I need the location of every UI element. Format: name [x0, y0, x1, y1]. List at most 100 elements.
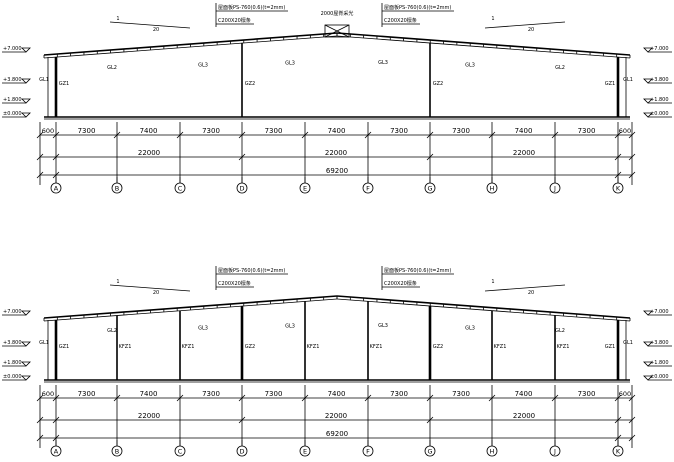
level-triangle [21, 112, 31, 118]
dim-tick [488, 394, 496, 402]
bay-dim: 7400 [328, 127, 346, 135]
sheet-label: 屋面板PS-760(0.6)(t=2mm) [218, 4, 285, 11]
bay-dim: 7300 [390, 390, 408, 398]
dim-tick [614, 416, 622, 424]
axis-label: A [54, 447, 59, 455]
bay-dim: 7400 [140, 390, 158, 398]
dim-tick [364, 394, 372, 402]
beam-label: GL3 [285, 323, 295, 329]
slope-run: 20 [528, 27, 534, 33]
dim-tick [176, 394, 184, 402]
bay-dim: 600 [42, 390, 54, 398]
beam-label: GL3 [378, 60, 388, 66]
level-left: +3.800 [3, 340, 22, 346]
slope-line [484, 21, 566, 29]
axis-label: K [616, 184, 621, 192]
axis-bubble [111, 182, 123, 194]
bay-dim: 600 [42, 127, 54, 135]
beam-label: GL2 [555, 65, 565, 71]
sheet-label: 屋面板PS-760(0.6)(t=2mm) [384, 4, 451, 11]
dim-tick [52, 416, 60, 424]
bay-dim: 7400 [140, 127, 158, 135]
axis-label: F [366, 184, 370, 192]
slope-line [484, 284, 566, 292]
level-triangle [643, 341, 653, 347]
bay-dim: 7400 [515, 390, 533, 398]
dim-tick [176, 131, 184, 139]
bay-dim: 7300 [452, 127, 470, 135]
beam-label: GL3 [378, 323, 388, 329]
elevation-upper: 2000屋脊采光屋面板PS-760(0.6)(t=2mm)C200X20檩条屋面… [2, 3, 672, 194]
level-triangle [21, 47, 31, 53]
axis-bubble [486, 182, 498, 194]
sheet-label: 屋面板PS-760(0.6)(t=2mm) [384, 267, 451, 274]
dim-tick [628, 416, 636, 424]
dim-tick [36, 434, 44, 442]
dim-tick [426, 153, 434, 161]
slope-rise: 1 [491, 279, 494, 285]
column-label: KFZ1 [182, 344, 195, 350]
axis-bubble [362, 182, 374, 194]
level-left: +7.000 [3, 309, 22, 315]
level-triangle [643, 375, 653, 381]
dim-tick [301, 131, 309, 139]
beam-label: GL2 [555, 328, 565, 334]
dim-tick [36, 416, 44, 424]
beam-label: GL1 [39, 340, 49, 346]
level-right: +1.800 [650, 97, 669, 103]
beam-label: GL3 [285, 60, 295, 66]
segment-dim: 22000 [138, 149, 160, 157]
slope-line [109, 284, 191, 292]
dim-tick [238, 394, 246, 402]
axis-bubble [236, 445, 248, 457]
level-right: +1.800 [650, 360, 669, 366]
segment-dim: 22000 [513, 149, 535, 157]
axis-label: J [553, 447, 556, 455]
slope-rise: 1 [116, 16, 119, 22]
level-left: +1.800 [3, 97, 22, 103]
dim-tick [364, 131, 372, 139]
dim-tick [52, 394, 60, 402]
column-label: KFZ1 [494, 344, 507, 350]
axis-bubble [111, 445, 123, 457]
axis-bubble [50, 445, 62, 457]
beam-label: GL1 [623, 77, 633, 83]
slope-rise: 1 [116, 279, 119, 285]
bay-dim: 7400 [328, 390, 346, 398]
dim-tick [36, 131, 44, 139]
dim-tick [52, 153, 60, 161]
axis-label: D [239, 447, 244, 455]
dim-tick [113, 394, 121, 402]
bay-dim: 7300 [578, 127, 596, 135]
column-label: GZ2 [433, 81, 443, 87]
dim-tick [238, 416, 246, 424]
beam-label: GL1 [623, 340, 633, 346]
column-label: GZ2 [245, 344, 255, 350]
level-right: ±0.000 [650, 111, 669, 117]
total-dim: 69200 [326, 167, 348, 175]
dim-tick [238, 131, 246, 139]
dim-tick [628, 153, 636, 161]
axis-bubble [612, 182, 624, 194]
beam-label: GL2 [107, 328, 117, 334]
dim-tick [551, 131, 559, 139]
slope-rise: 1 [491, 16, 494, 22]
level-triangle [643, 98, 653, 104]
axis-bubble [486, 445, 498, 457]
bay-dim: 7300 [452, 390, 470, 398]
dim-tick [52, 434, 60, 442]
purlin-label: C200X20檩条 [218, 17, 251, 24]
axis-bubble [299, 182, 311, 194]
bay-dim: 7300 [390, 127, 408, 135]
level-triangle [643, 78, 653, 84]
level-right: +3.800 [650, 340, 669, 346]
axis-label: G [427, 184, 432, 192]
beam-label: GL3 [198, 326, 208, 332]
dim-tick [426, 131, 434, 139]
level-left: +1.800 [3, 360, 22, 366]
dim-tick [614, 434, 622, 442]
skylight-x [324, 24, 350, 38]
column-label: KFZ1 [557, 344, 570, 350]
axis-label: E [303, 184, 307, 192]
dim-tick [36, 171, 44, 179]
